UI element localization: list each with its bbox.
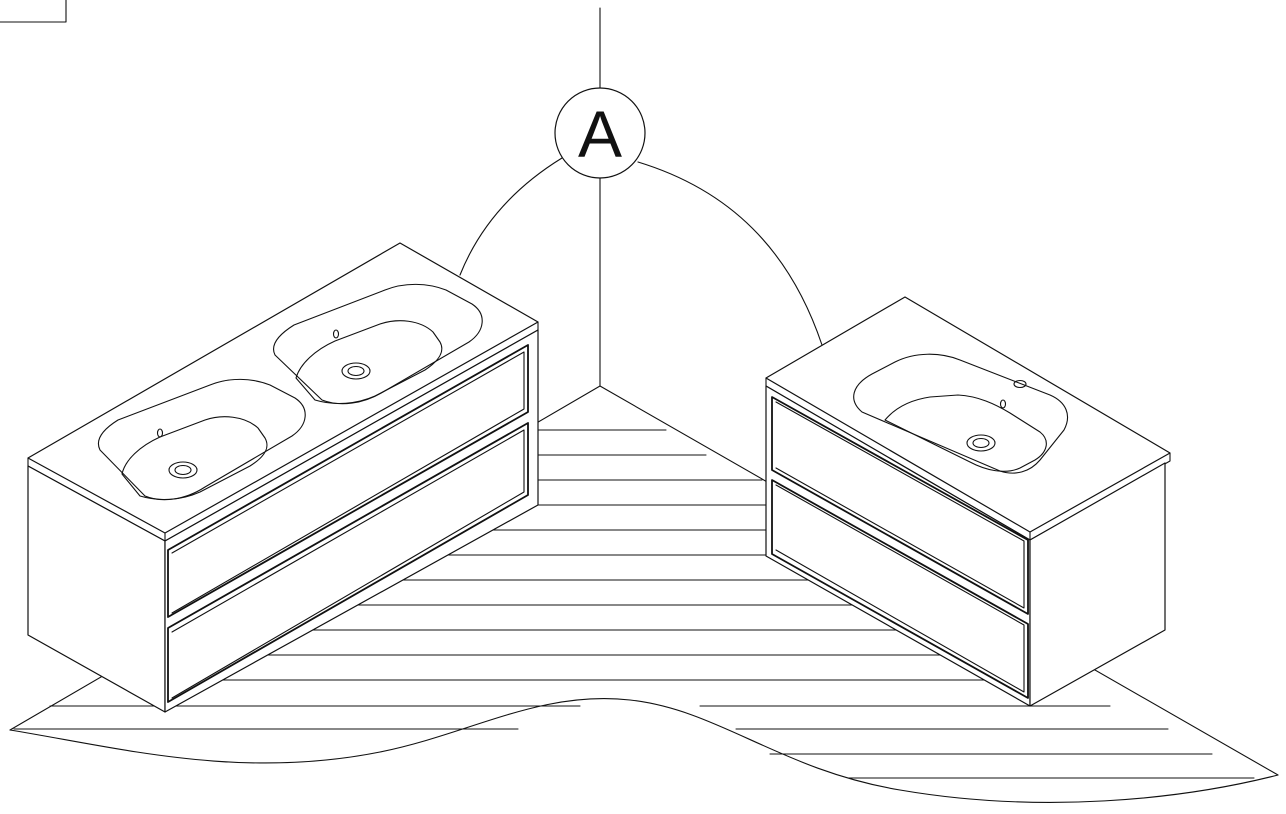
single-basin-vanity (765, 296, 1171, 707)
angle-arc-left (459, 157, 563, 276)
tap-hole (1013, 379, 1027, 389)
angle-arc-right (637, 161, 823, 346)
view-label-circle: A (554, 87, 646, 179)
corner-frame (0, 0, 67, 23)
view-label: A (578, 97, 622, 171)
drain-left (168, 461, 198, 479)
drain-single (966, 434, 996, 452)
double-basin-vanity (27, 242, 539, 713)
basin-single (853, 353, 1068, 474)
drain-right (341, 362, 371, 380)
floor (9, 385, 1279, 803)
